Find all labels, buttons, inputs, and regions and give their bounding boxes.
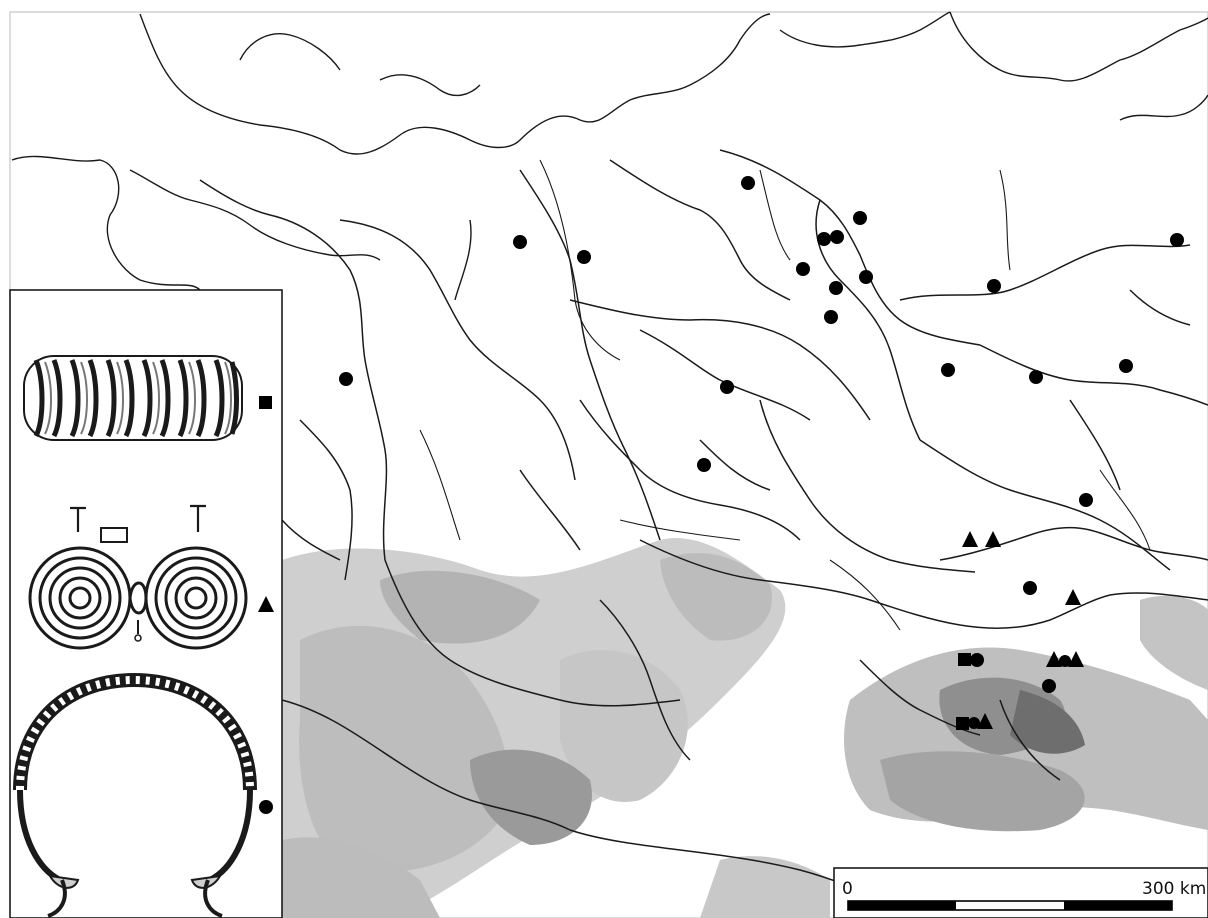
find-spot-square (958, 653, 971, 666)
coastline-layer (11, 11, 1208, 301)
spiral-arm-ring-drawing (23, 355, 243, 441)
scale-start-label: 0 (842, 879, 853, 899)
find-spot-circle (859, 270, 873, 284)
find-spot-circle (853, 211, 867, 225)
find-spot-circle (1029, 370, 1043, 384)
legend-symbol-square (259, 396, 272, 409)
find-spot-circle (970, 653, 984, 667)
find-spot-triangle (977, 713, 993, 729)
legend-symbol-circle (259, 800, 273, 814)
find-spot-circle (513, 235, 527, 249)
twisted-neck-ring-drawing (13, 672, 257, 918)
relief-layer (282, 538, 1208, 918)
legend-panel (9, 289, 283, 918)
find-spot-triangle (1046, 651, 1062, 667)
find-spot-circle (1170, 233, 1184, 247)
find-spot-circle (577, 250, 591, 264)
find-spot-circle (741, 176, 755, 190)
find-spot-circle (824, 310, 838, 324)
find-spot-circle (1042, 679, 1056, 693)
find-spot-circle (829, 281, 843, 295)
find-spot-circle (720, 380, 734, 394)
find-spot-circle (1059, 655, 1071, 667)
borders-layer (419, 159, 1151, 631)
find-spot-circle (1119, 359, 1133, 373)
legend-symbol-triangle (258, 596, 274, 612)
find-spot-circle (941, 363, 955, 377)
find-spot-circle (796, 262, 810, 276)
find-spot-circle (1079, 493, 1093, 507)
spectacle-brooch-drawing (28, 504, 248, 650)
find-spot-circle (987, 279, 1001, 293)
find-spot-triangle (962, 531, 978, 547)
find-spot-circle (1023, 581, 1037, 595)
scale-end-label: 300 km (1142, 879, 1206, 899)
find-spots-layer (339, 176, 1184, 730)
find-spot-circle (968, 717, 980, 729)
find-spot-triangle (1068, 651, 1084, 667)
find-spot-circle (697, 458, 711, 472)
find-spot-triangle (1065, 589, 1081, 605)
rivers-layer (199, 149, 1208, 891)
scale-bar: 0 300 km (833, 867, 1208, 918)
find-spot-square (956, 717, 969, 730)
find-spot-circle (339, 372, 353, 386)
find-spot-circle (830, 230, 844, 244)
find-spot-triangle (985, 531, 1001, 547)
find-spot-circle (817, 232, 831, 246)
